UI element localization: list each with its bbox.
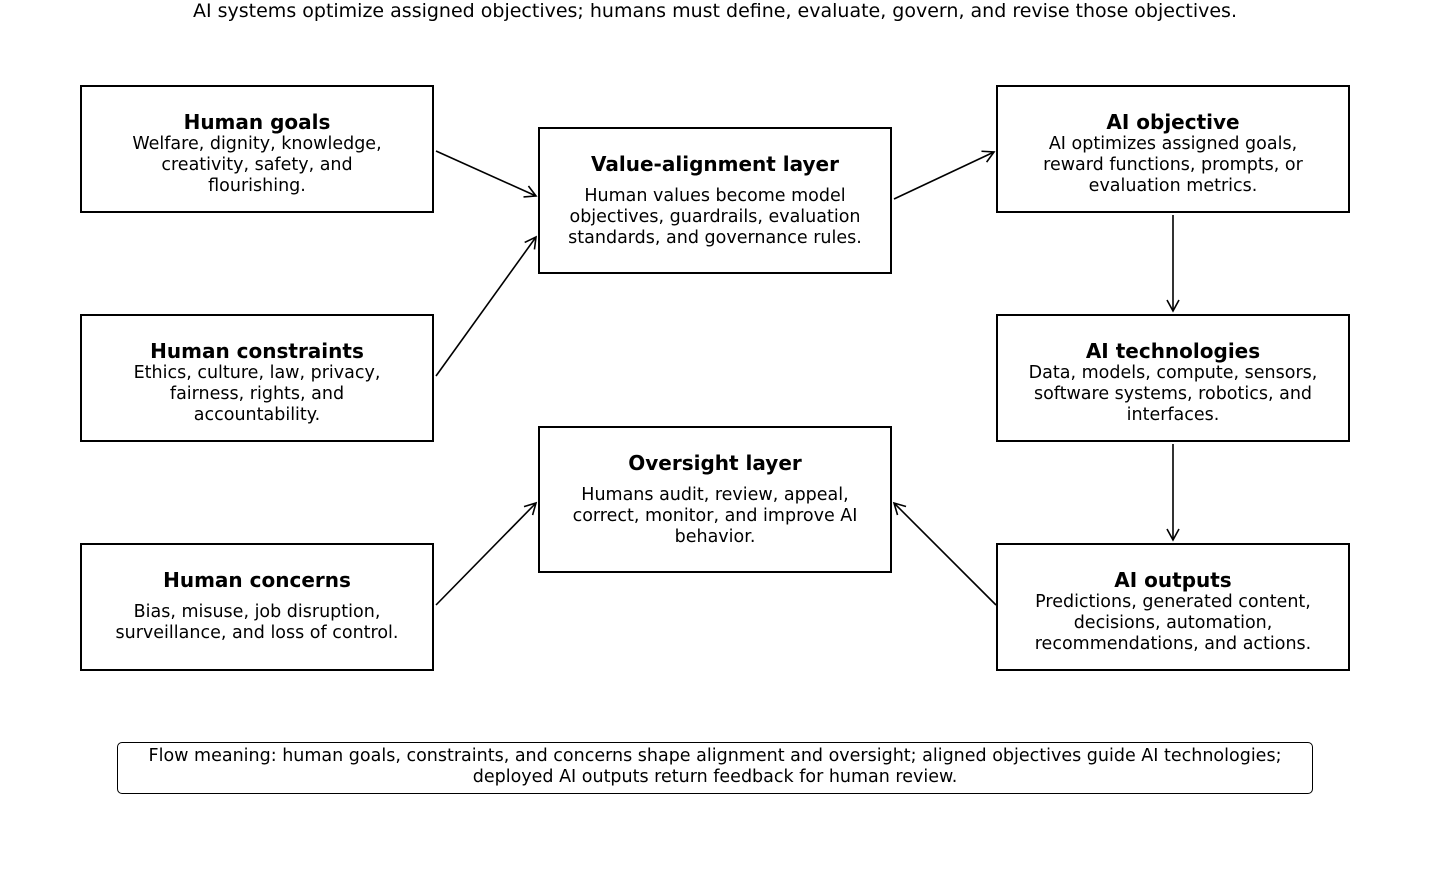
node-line: behavior. xyxy=(674,527,756,547)
node-line: Human values become model xyxy=(584,186,846,206)
node-description: Welfare, dignity, knowledge, creativity,… xyxy=(82,134,432,197)
node-line: fairness, rights, and xyxy=(169,384,345,404)
arrow-ai-outputs-to-oversight xyxy=(892,501,997,606)
node-ai-technologies: AI technologies Data, models, compute, s… xyxy=(996,314,1350,442)
node-line: reward functions, prompts, or xyxy=(1043,155,1303,175)
node-line: AI optimizes assigned goals, xyxy=(1048,134,1298,154)
node-line: recommendations, and actions. xyxy=(1034,634,1312,654)
node-value-alignment-layer: Value-alignment layer Human values becom… xyxy=(538,127,892,274)
node-title: AI objective xyxy=(1106,110,1240,134)
node-line: Ethics, culture, law, privacy, xyxy=(133,363,381,383)
arrow-concerns-to-oversight xyxy=(435,501,538,606)
arrow-constraints-to-value-alignment xyxy=(435,235,537,377)
arrow-value-alignment-to-ai-objective xyxy=(893,150,996,200)
node-line: surveillance, and loss of control. xyxy=(115,623,399,643)
node-line: software systems, robotics, and xyxy=(1033,384,1313,404)
node-human-constraints: Human constraints Ethics, culture, law, … xyxy=(80,314,434,442)
flow-legend: Flow meaning: human goals, constraints, … xyxy=(117,742,1313,794)
node-human-concerns: Human concerns Bias, misuse, job disrupt… xyxy=(80,543,434,671)
node-line: standards, and governance rules. xyxy=(568,228,862,248)
node-title: AI technologies xyxy=(1085,339,1261,363)
node-line: interfaces. xyxy=(1126,405,1220,425)
node-line: objectives, guardrails, evaluation xyxy=(569,207,861,227)
node-line: Welfare, dignity, knowledge, xyxy=(132,134,382,154)
node-description: Data, models, compute, sensors, software… xyxy=(998,363,1348,426)
diagram-subtitle: AI systems optimize assigned objectives;… xyxy=(192,0,1237,22)
legend-line: deployed AI outputs return feedback for … xyxy=(472,766,958,787)
node-description: Humans audit, review, appeal, correct, m… xyxy=(540,485,890,548)
node-line: Data, models, compute, sensors, xyxy=(1028,363,1318,383)
node-title: Value-alignment layer xyxy=(591,152,839,176)
legend-line: Flow meaning: human goals, constraints, … xyxy=(148,746,1282,766)
node-title: Human goals xyxy=(183,110,331,134)
node-description: Predictions, generated content, decision… xyxy=(998,592,1348,655)
node-description: Human values become model objectives, gu… xyxy=(540,186,890,249)
node-title: Human constraints xyxy=(150,339,364,363)
node-line: Bias, misuse, job disruption, xyxy=(133,602,381,622)
node-description: Ethics, culture, law, privacy, fairness,… xyxy=(82,363,432,426)
node-description: AI optimizes assigned goals, reward func… xyxy=(998,134,1348,197)
node-oversight-layer: Oversight layer Humans audit, review, ap… xyxy=(538,426,892,573)
node-line: Humans audit, review, appeal, xyxy=(581,485,849,505)
node-human-goals: Human goals Welfare, dignity, knowledge,… xyxy=(80,85,434,213)
node-line: correct, monitor, and improve AI xyxy=(572,506,858,526)
node-line: evaluation metrics. xyxy=(1088,176,1258,196)
node-ai-outputs: AI outputs Predictions, generated conten… xyxy=(996,543,1350,671)
node-title: Oversight layer xyxy=(628,451,802,475)
node-line: flourishing. xyxy=(208,176,306,196)
node-line: accountability. xyxy=(193,405,321,425)
node-line: decisions, automation, xyxy=(1073,613,1273,633)
node-description: Bias, misuse, job disruption, surveillan… xyxy=(82,602,432,644)
node-line: Predictions, generated content, xyxy=(1035,592,1311,612)
node-ai-objective: AI objective AI optimizes assigned goals… xyxy=(996,85,1350,213)
node-line: creativity, safety, and xyxy=(161,155,353,175)
node-title: Human concerns xyxy=(163,568,351,592)
node-title: AI outputs xyxy=(1114,568,1232,592)
arrow-goals-to-value-alignment xyxy=(435,150,538,198)
